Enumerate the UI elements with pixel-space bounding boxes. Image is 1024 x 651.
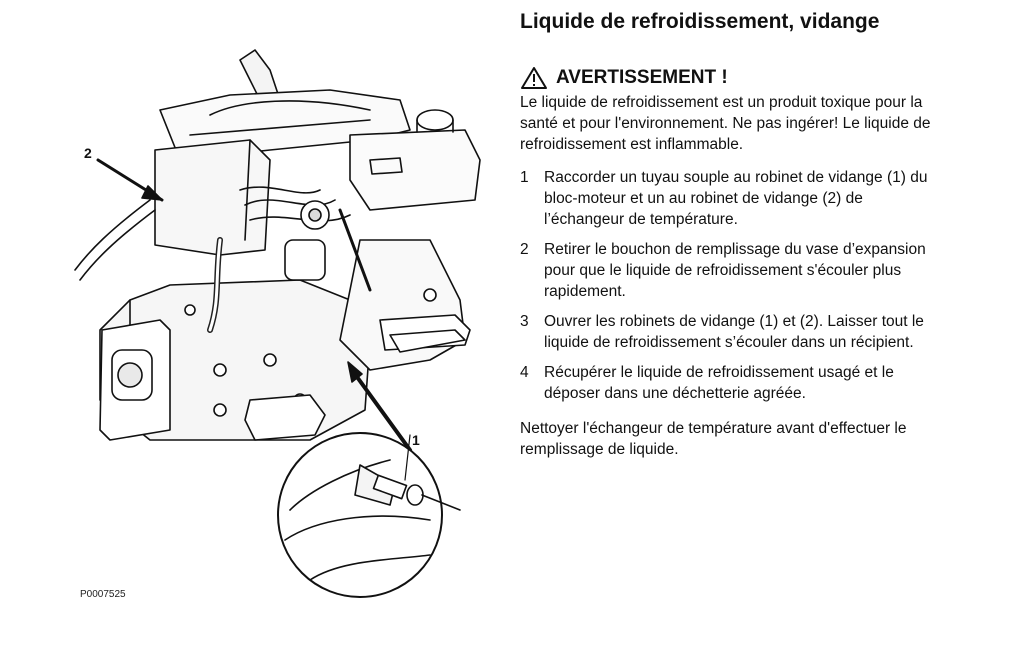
- step-item: 4 Récupérer le liquide de refroidissemen…: [520, 362, 940, 404]
- instructions-column: Liquide de refroidissement, vidange AVER…: [520, 8, 940, 460]
- step-text: Retirer le bouchon de remplissage du vas…: [544, 241, 926, 300]
- step-text: Récupérer le liquide de refroidissement …: [544, 364, 894, 402]
- figure-code: P0007525: [80, 589, 126, 600]
- step-item: 3 Ouvrer les robinets de vidange (1) et …: [520, 311, 940, 353]
- step-number: 4: [520, 364, 529, 381]
- steps-list: 1 Raccorder un tuyau souple au robinet d…: [520, 167, 940, 404]
- step-text: Raccorder un tuyau souple au robinet de …: [544, 169, 928, 228]
- callout-2-label: 2: [84, 145, 92, 161]
- step-text: Ouvrer les robinets de vidange (1) et (2…: [544, 313, 924, 351]
- step-number: 2: [520, 241, 529, 258]
- warning-title: AVERTISSEMENT !: [556, 67, 728, 88]
- step-item: 1 Raccorder un tuyau souple au robinet d…: [520, 167, 940, 230]
- final-note: Nettoyer l'échangeur de température avan…: [520, 420, 907, 458]
- engine-illustration: 2 1: [74, 49, 481, 598]
- step-item: 2 Retirer le bouchon de remplissage du v…: [520, 239, 940, 302]
- callout-1-label: 1: [412, 432, 420, 448]
- warning-triangle-icon: [521, 67, 547, 89]
- page-title: Liquide de refroidissement, vidange: [520, 10, 880, 33]
- warning-header: AVERTISSEMENT !: [520, 66, 940, 90]
- step-number: 1: [520, 169, 529, 186]
- warning-text: Le liquide de refroidissement est un pro…: [520, 94, 931, 153]
- step-number: 3: [520, 313, 529, 330]
